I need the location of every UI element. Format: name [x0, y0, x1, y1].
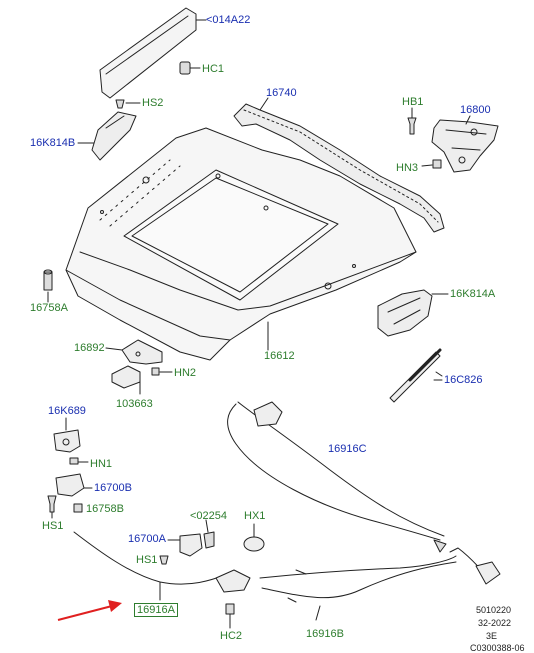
cable-16916c — [227, 401, 501, 585]
label-hs1-middle: HS1 — [136, 554, 158, 566]
hood-panel — [65, 127, 417, 361]
insulation-pad — [99, 7, 207, 99]
label-16800: 16800 — [460, 104, 491, 116]
hinge-16800 — [431, 115, 499, 173]
label-16700b: 16700B — [94, 482, 132, 494]
label-hs2: HS2 — [142, 97, 164, 109]
clip-hc1 — [179, 61, 201, 75]
hinge-16k814b — [77, 111, 137, 161]
label-16k814b: 16K814B — [30, 137, 76, 149]
gas-strut-16c826 — [389, 348, 443, 403]
label-hb1: HB1 — [402, 96, 424, 108]
nut-hn1 — [69, 457, 89, 465]
label-16916c: 16916C — [328, 443, 367, 455]
latch-16700a — [167, 533, 203, 557]
label-16758b: 16758B — [86, 503, 124, 515]
reference-code-1: 5010220 — [476, 605, 512, 615]
bumper-16758a — [43, 269, 53, 301]
seal-16740 — [233, 97, 445, 233]
label-16c826: 16C826 — [444, 374, 483, 386]
reference-code-4: C0300388-06 — [470, 643, 525, 653]
grommet-hx1 — [243, 523, 265, 552]
reference-code-2: 32-2022 — [478, 618, 512, 628]
screw-hs2 — [115, 99, 141, 109]
clip-02254 — [203, 519, 215, 549]
label-16k689: 16K689 — [48, 405, 86, 417]
label-16740: 16740 — [266, 87, 297, 99]
cable-16916b — [259, 555, 457, 621]
label-hx1: HX1 — [244, 510, 266, 522]
bracket-16892 — [105, 339, 163, 365]
label-hc1: HC1 — [202, 63, 225, 75]
label-16916a: 16916A — [134, 603, 178, 617]
label-hc2: HC2 — [220, 630, 243, 642]
latch-16k689 — [53, 417, 81, 453]
hinge-16k814a — [377, 289, 449, 337]
nut-hn3 — [421, 159, 442, 169]
bumper-16758b — [73, 503, 83, 513]
latch-16700b — [55, 473, 93, 497]
label-16892: 16892 — [74, 342, 105, 354]
label-16916b: 16916B — [306, 628, 344, 640]
label-hn1: HN1 — [90, 458, 113, 470]
clip-hc2 — [225, 603, 235, 629]
label-014a22: <014A22 — [206, 14, 251, 26]
reference-code-3: 3E — [486, 631, 498, 641]
label-hn3: HN3 — [396, 162, 419, 174]
pointer-arrow — [57, 600, 122, 621]
bolt-hb1 — [407, 107, 417, 135]
label-16612: 16612 — [264, 350, 295, 362]
nut-hn2 — [151, 367, 173, 376]
label-16k814a: 16K814A — [450, 288, 496, 300]
label-hn2: HN2 — [174, 367, 197, 379]
label-hs1-left: HS1 — [42, 520, 64, 532]
label-16700a: 16700A — [128, 533, 166, 545]
latch-plate-103663 — [111, 365, 141, 389]
label-16758a: 16758A — [30, 302, 68, 314]
label-02254: <02254 — [190, 510, 228, 522]
label-103663: 103663 — [116, 398, 153, 410]
screw-hs1-left — [47, 495, 57, 519]
screw-hs1-middle — [159, 555, 169, 565]
